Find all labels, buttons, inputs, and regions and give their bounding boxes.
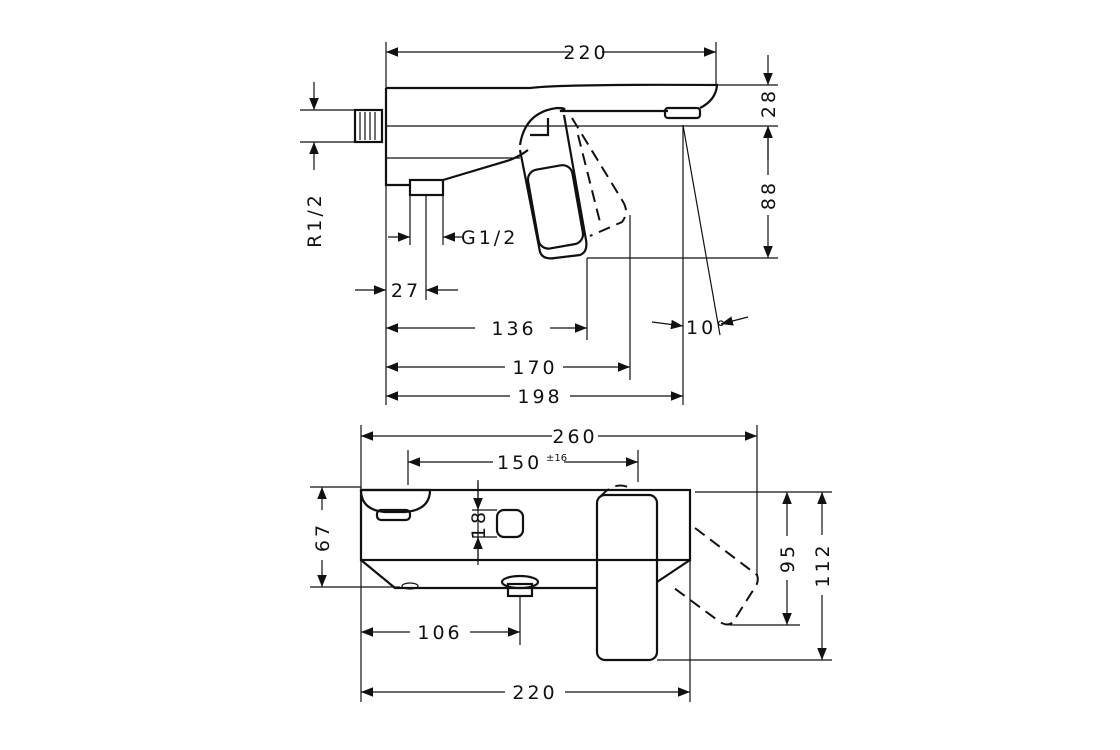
dim-outlet-106: 106 [417,622,462,644]
dim-width-220-top: 220 [512,682,557,704]
dim-inlet-thread: R1/2 [304,192,326,248]
dim-reach-170: 170 [512,357,557,379]
outlet-connector [408,178,445,197]
dim-control-18: 18 [468,509,490,539]
top-view: 260 150 ±16 67 18 106 220 95 112 [310,425,834,704]
dim-reach-136: 136 [491,318,536,340]
spout-aerator [663,106,702,120]
dim-outlet-thread: G1/2 [461,227,518,249]
dim-inlet-offset-27: 27 [391,280,421,302]
handle-top [595,493,659,662]
faucet-body-top [359,488,692,598]
dim-depth-112: 112 [812,542,834,587]
dim-reach-198: 198 [517,386,562,408]
inlet-connector [353,108,384,144]
dim-centers-tolerance: ±16 [546,453,567,464]
faucet-body-side [353,83,719,197]
diverter-button [495,508,525,539]
spout-aerator [375,508,412,522]
handle-open-dashed [669,527,759,626]
dim-width-220: 220 [563,42,608,64]
handle-open-dashed [571,117,627,237]
dim-width-260: 260 [552,426,597,448]
spout-basin [359,488,432,514]
side-view: 220 28 88 R1/2 G1/2 27 136 170 198 10° [300,42,780,408]
handle-side [518,114,588,260]
dim-open-depth-95: 95 [777,543,799,573]
dim-spout-angle: 10° [686,317,729,339]
dim-handle-height-88: 88 [758,180,780,210]
dim-depth-67: 67 [312,522,334,552]
dim-spout-height-28: 28 [758,88,780,118]
outlet-connector [506,582,534,598]
dim-centers-150: 150 [497,452,542,474]
